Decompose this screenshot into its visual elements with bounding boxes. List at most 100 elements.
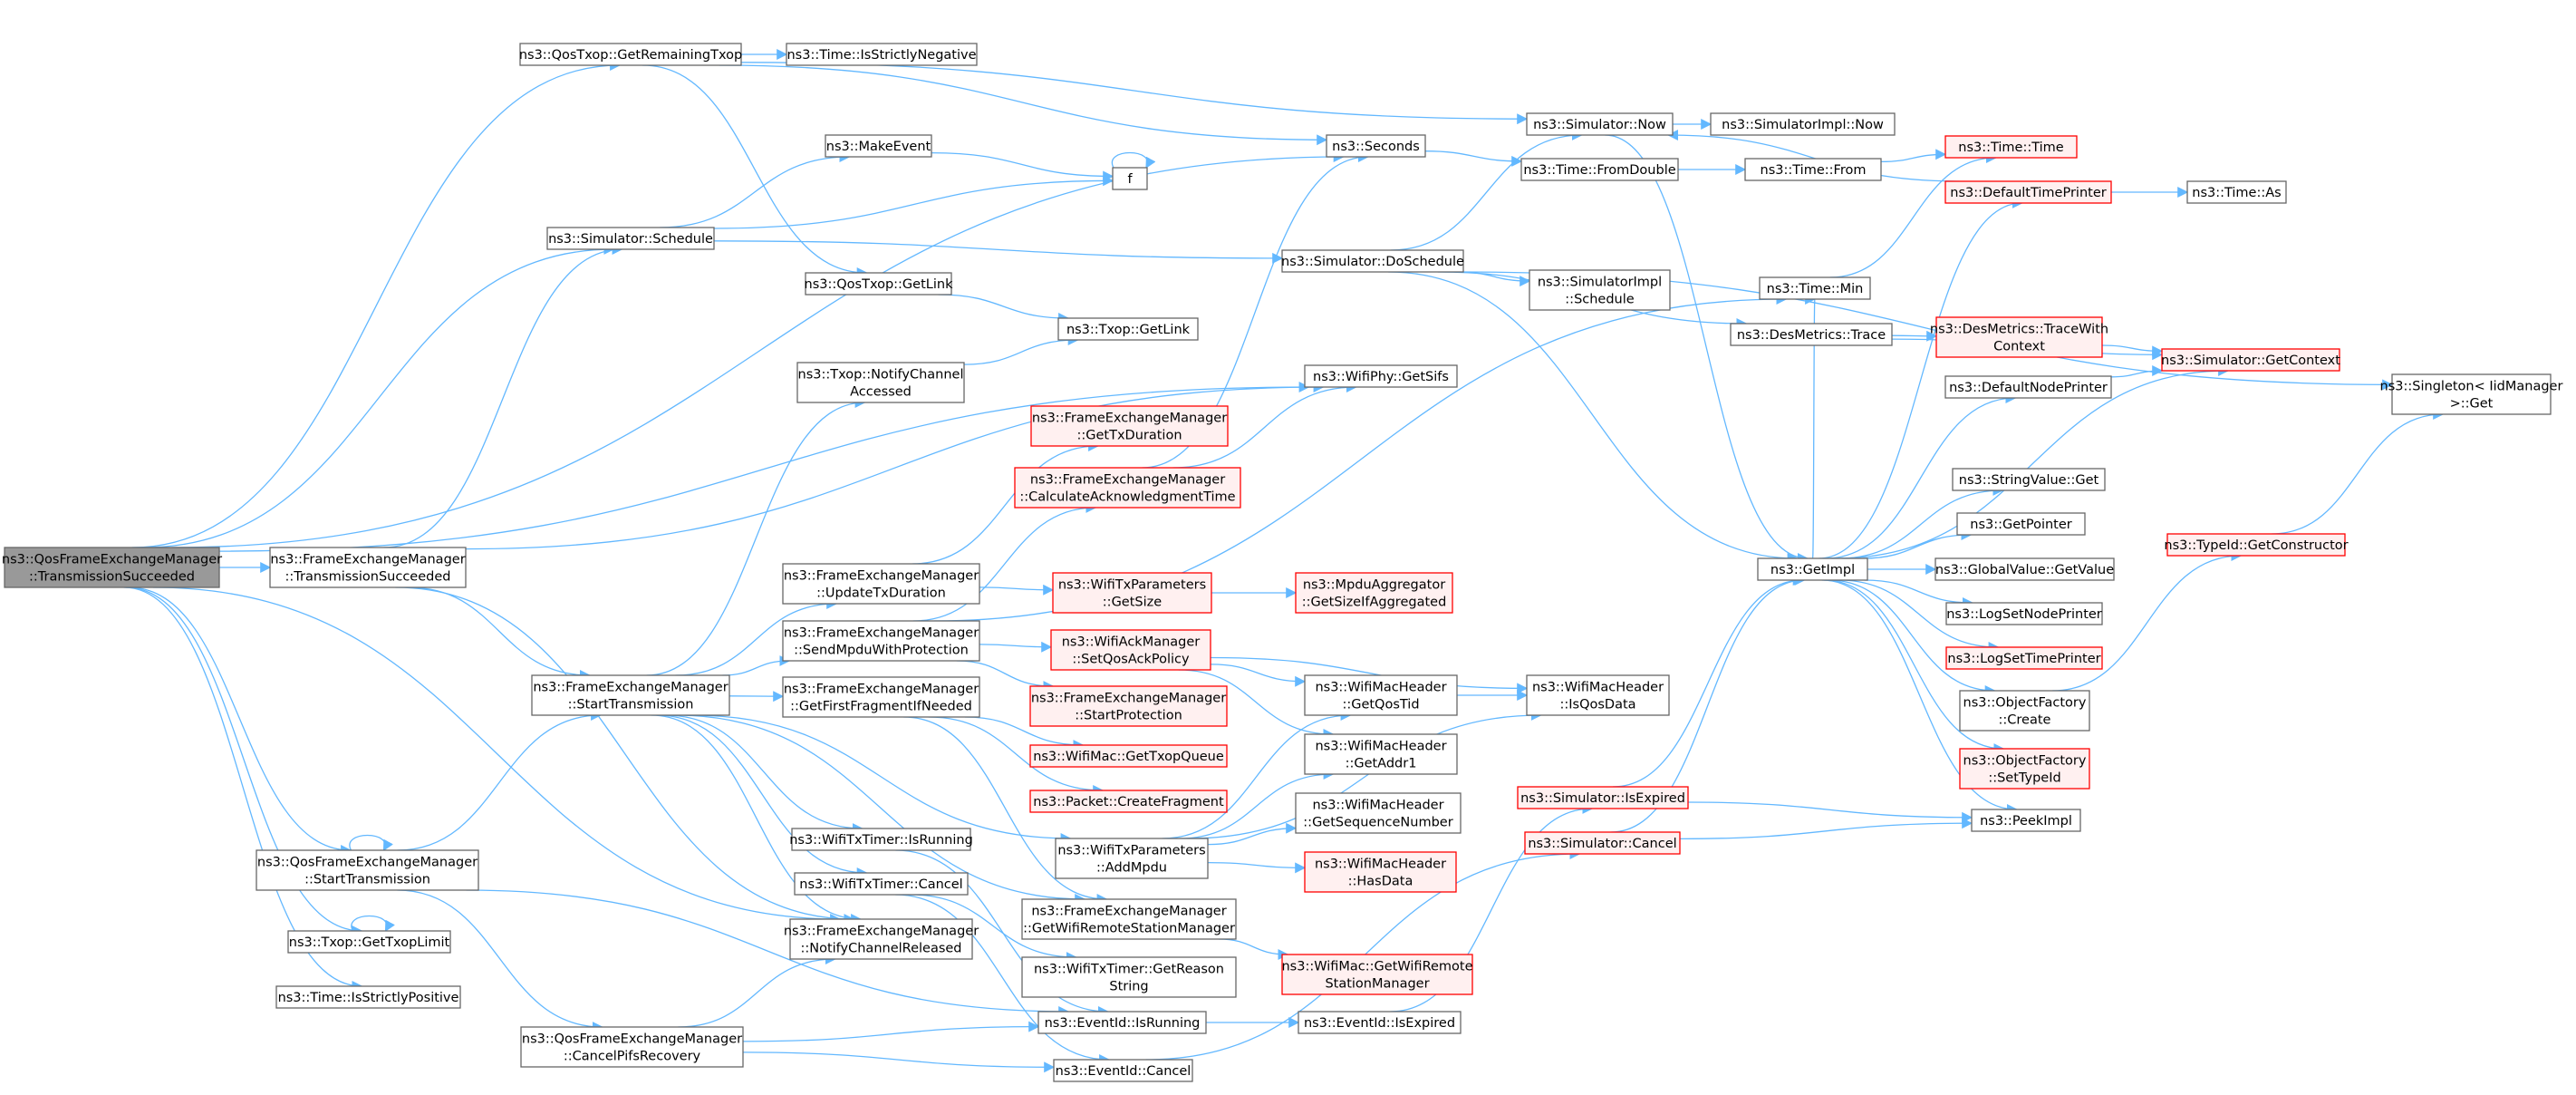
node-globalvalue[interactable]: ns3::GlobalValue::GetValue <box>1934 557 2115 581</box>
node-fem-getfirst[interactable]: ns3::FrameExchangeManager::GetFirstFragm… <box>782 676 980 718</box>
node-qos-getlink[interactable]: ns3::QosTxop::GetLink <box>805 272 954 296</box>
call-edge-getimpl-to-time_min <box>1803 296 1817 559</box>
node-fem-sendmpdu[interactable]: ns3::FrameExchangeManager::SendMpduWithP… <box>782 620 980 662</box>
node-sim-isexpired[interactable]: ns3::Simulator::IsExpired <box>1517 786 1689 809</box>
call-edge-fem_sendmpdu-to-fem_startprot <box>956 660 1055 692</box>
node-txtimer-cancel[interactable]: ns3::WifiTxTimer::Cancel <box>794 872 969 896</box>
node-mac-getremote[interactable]: ns3::WifiMac::GetWifiRemoteStationManage… <box>1281 954 1473 995</box>
node-eventid-isrunning[interactable]: ns3::EventId::IsRunning <box>1037 1011 1207 1034</box>
node-txop-gettxoplimit[interactable]: ns3::Txop::GetTxopLimit <box>287 930 451 954</box>
node-label: ::StartProtection <box>1075 709 1182 723</box>
node-mpduagg[interactable]: ns3::MpduAggregator::GetSizeIfAggregated <box>1295 572 1453 614</box>
node-time-min[interactable]: ns3::Time::Min <box>1759 276 1871 300</box>
node-machdr-qostid[interactable]: ns3::WifiMacHeader::GetQosTid <box>1304 674 1458 716</box>
node-objfac-settypeid[interactable]: ns3::ObjectFactory::SetTypeId <box>1959 748 2090 790</box>
node-label: ns3::WifiMacHeader <box>1532 681 1664 695</box>
node-fem-gettxdur[interactable]: ns3::FrameExchangeManager::GetTxDuration <box>1030 405 1229 447</box>
node-fem-ts[interactable]: ns3::FrameExchangeManager::TransmissionS… <box>269 547 467 588</box>
call-edge-time_from-to-time_time <box>1880 149 1947 163</box>
node-box <box>1029 685 1228 727</box>
node-box <box>1029 744 1228 768</box>
node-label: ::TransmissionSucceeded <box>29 570 195 585</box>
node-box <box>1944 375 2112 399</box>
call-edge-getimpl-to-peekimpl <box>1821 579 2018 815</box>
node-machdr-seqnum[interactable]: ns3::WifiMacHeader::GetSequenceNumber <box>1295 792 1462 834</box>
node-logtimeprinter[interactable]: ns3::LogSetTimePrinter <box>1945 646 2103 670</box>
node-machdr-addr1[interactable]: ns3::WifiMacHeader::GetAddr1 <box>1304 733 1458 775</box>
node-label: ns3::SimulatorImpl <box>1538 276 1662 290</box>
node-qos-start[interactable]: ns3::QosFrameExchangeManager::StartTrans… <box>256 849 479 891</box>
node-eventid-isexpired[interactable]: ns3::EventId::IsExpired <box>1298 1011 1462 1034</box>
node-fem-getremote[interactable]: ns3::FrameExchangeManager::GetWifiRemote… <box>1021 898 1237 940</box>
node-label: ns3::Txop::NotifyChannel <box>798 368 964 383</box>
node-eventid-cancel[interactable]: ns3::EventId::Cancel <box>1053 1059 1193 1082</box>
node-simimpl-now[interactable]: ns3::SimulatorImpl::Now <box>1710 112 1896 136</box>
node-txparams-addmpdu[interactable]: ns3::WifiTxParameters::AddMpdu <box>1055 838 1209 879</box>
node-txtimer-isrunning[interactable]: ns3::WifiTxTimer::IsRunning <box>789 828 973 851</box>
function-nodes: ns3::QosFrameExchangeManager::Transmissi… <box>2 43 2563 1082</box>
node-sim-getctx[interactable]: ns3::Simulator::GetContext <box>2161 348 2340 372</box>
node-txparams-getsize[interactable]: ns3::WifiTxParameters::GetSize <box>1052 572 1212 614</box>
node-stringvalue[interactable]: ns3::StringValue::Get <box>1952 468 2106 491</box>
node-time-time[interactable]: ns3::Time::Time <box>1944 135 2078 159</box>
call-edge-defnodeprinter-to-sim_getctx <box>2110 365 2164 378</box>
node-time-isneg[interactable]: ns3::Time::IsStrictlyNegative <box>786 43 978 66</box>
node-box <box>1304 674 1458 716</box>
node-pkt-createfrag[interactable]: ns3::Packet::CreateFragment <box>1029 790 1228 813</box>
node-machdr-hasdata[interactable]: ns3::WifiMacHeader::HasData <box>1304 851 1457 893</box>
node-f[interactable]: f <box>1112 167 1148 190</box>
node-simimpl-sched[interactable]: ns3::SimulatorImpl::Schedule <box>1529 269 1671 311</box>
node-label: ::Create <box>1999 713 2051 728</box>
node-seconds[interactable]: ns3::Seconds <box>1326 134 1426 158</box>
node-time-from[interactable]: ns3::Time::From <box>1744 158 1882 181</box>
node-fem-start[interactable]: ns3::FrameExchangeManager::StartTransmis… <box>531 674 730 716</box>
node-txop-getlink[interactable]: ns3::Txop::GetLink <box>1057 317 1199 341</box>
node-label: ns3::FrameExchangeManager <box>533 681 728 695</box>
node-mac-gettxopq[interactable]: ns3::WifiMac::GetTxopQueue <box>1029 744 1228 768</box>
call-edge-desm_tracewc-to-sim_getctx <box>2101 344 2164 357</box>
node-label: ns3::LogSetTimePrinter <box>1947 652 2100 666</box>
node-time-fromdouble[interactable]: ns3::Time::FromDouble <box>1520 158 1679 181</box>
node-label: ns3::Seconds <box>1332 140 1420 154</box>
node-sim-dosched[interactable]: ns3::Simulator::DoSchedule <box>1281 249 1464 273</box>
node-defnodeprinter[interactable]: ns3::DefaultNodePrinter <box>1944 375 2112 399</box>
node-root[interactable]: ns3::QosFrameExchangeManager::Transmissi… <box>2 547 222 588</box>
node-machdr-isqos[interactable]: ns3::WifiMacHeader::IsQosData <box>1526 674 1670 716</box>
call-edge-sim_cancel-to-peekimpl <box>1679 818 1973 840</box>
node-qos-cancelpifs[interactable]: ns3::QosFrameExchangeManager::CancelPifs… <box>520 1026 744 1068</box>
node-qos-getrem[interactable]: ns3::QosTxop::GetRemainingTxop <box>519 43 742 66</box>
node-phy-getsifs[interactable]: ns3::WifiPhy::GetSifs <box>1304 364 1458 388</box>
node-label: ns3::FrameExchangeManager <box>1032 412 1227 426</box>
node-fem-notifyrel[interactable]: ns3::FrameExchangeManager::NotifyChannel… <box>784 918 979 960</box>
node-box <box>1959 690 2090 732</box>
node-time-ispos[interactable]: ns3::Time::IsStrictlyPositive <box>275 985 461 1009</box>
node-getimpl[interactable]: ns3::GetImpl <box>1757 557 1868 581</box>
node-objfac-create[interactable]: ns3::ObjectFactory::Create <box>1959 690 2090 732</box>
node-lognodeprinter[interactable]: ns3::LogSetNodePrinter <box>1945 602 2103 625</box>
call-edge-getimpl-to-stringvalue <box>1838 485 2004 559</box>
node-deftimeprinter[interactable]: ns3::DefaultTimePrinter <box>1944 180 2112 204</box>
node-sim-now[interactable]: ns3::Simulator::Now <box>1526 112 1674 136</box>
node-ackmgr[interactable]: ns3::WifiAckManager::SetQosAckPolicy <box>1050 629 1211 671</box>
node-label: ns3::FrameExchangeManager <box>784 569 979 584</box>
node-sched[interactable]: ns3::Simulator::Schedule <box>546 227 715 250</box>
node-box <box>1952 468 2106 491</box>
node-makeevent[interactable]: ns3::MakeEvent <box>825 134 932 158</box>
node-peekimpl[interactable]: ns3::PeekImpl <box>1971 809 2081 832</box>
node-fem-updtxdur[interactable]: ns3::FrameExchangeManager::UpdateTxDurat… <box>782 563 980 605</box>
node-label: ::CancelPifsRecovery <box>564 1050 701 1064</box>
node-time-as[interactable]: ns3::Time::As <box>2186 180 2287 204</box>
node-singleton[interactable]: ns3::Singleton< IidManager >::Get <box>2380 373 2563 415</box>
call-edge-qos_getrem-to-seconds <box>719 64 1328 146</box>
node-desm-trace[interactable]: ns3::DesMetrics::Trace <box>1730 323 1893 346</box>
node-typeid-getctor[interactable]: ns3::TypeId::GetConstructor <box>2164 533 2349 557</box>
node-getpointer[interactable]: ns3::GetPointer <box>1956 512 2086 536</box>
node-fem-calcack[interactable]: ns3::FrameExchangeManager::CalculateAckn… <box>1014 467 1241 509</box>
node-sim-cancel[interactable]: ns3::Simulator::Cancel <box>1524 831 1681 855</box>
node-fem-startprot[interactable]: ns3::FrameExchangeManager::StartProtecti… <box>1029 685 1228 727</box>
node-label: ns3::FrameExchangeManager <box>784 925 979 939</box>
call-edge-fem_ts-to-fem_start <box>409 586 591 681</box>
